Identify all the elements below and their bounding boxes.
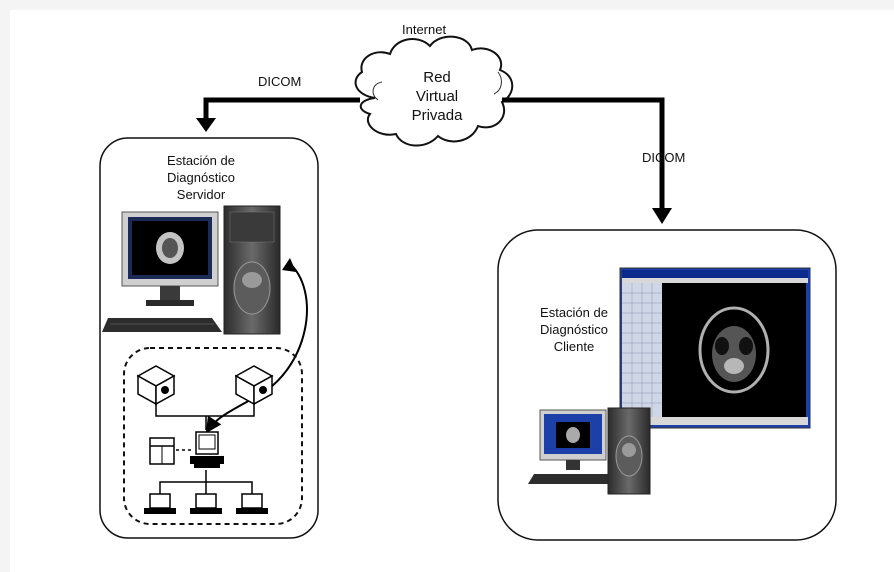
client-station-line3: Cliente: [553, 339, 595, 354]
scanner-left: [136, 365, 176, 406]
server-monitor: [102, 211, 222, 332]
server-station-line2: Diagnóstico: [167, 170, 235, 185]
client-station-box: [497, 229, 837, 541]
vpn-cloud-label: Red Virtual Privada: [382, 68, 492, 125]
client-station-line1: Estación de: [540, 305, 608, 320]
vpn-cloud: [354, 35, 514, 147]
internet-label: Internet: [402, 22, 447, 37]
client-monitor: [528, 409, 616, 484]
diagram-canvas: Internet Red Virtual Privada DICOM DICOM…: [10, 10, 894, 572]
lan-terminal-1: [144, 493, 176, 514]
server-station-box: [99, 137, 319, 539]
network-diagram: [99, 35, 837, 541]
client-large-screen: [619, 267, 811, 429]
lan-storage: [149, 437, 175, 465]
client-station-line2: Diagnóstico: [540, 322, 608, 337]
vpn-cloud-line3: Privada: [411, 107, 463, 124]
lan-terminal-2: [190, 493, 222, 514]
server-station-line1: Estación de: [167, 153, 235, 168]
dicom-link-right: [502, 97, 672, 224]
dicom-right-label: DICOM: [642, 150, 686, 165]
vpn-cloud-line1: Red: [423, 69, 451, 86]
server-tower: [223, 205, 281, 335]
client-tower: [607, 407, 651, 495]
server-station-label: Estación de Diagnóstico Servidor: [146, 152, 256, 203]
lan-group: [123, 347, 303, 525]
dicom-left-label: DICOM: [258, 74, 302, 89]
scanner-right: [234, 365, 274, 406]
server-station-line3: Servidor: [176, 187, 226, 202]
client-station-label: Estación de Diagnóstico Cliente: [530, 304, 618, 355]
lan-workstation: [190, 431, 224, 468]
lan-lines: [155, 404, 255, 494]
lan-terminal-3: [236, 493, 268, 514]
dicom-link-left: [196, 97, 360, 132]
vpn-cloud-line2: Virtual: [415, 88, 459, 105]
